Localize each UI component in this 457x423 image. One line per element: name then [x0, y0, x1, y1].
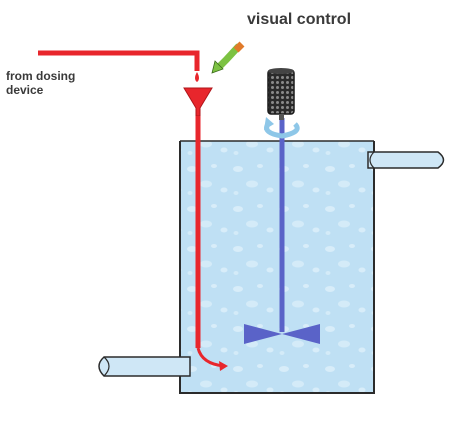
motor-icon	[267, 68, 295, 120]
outlet-pipe	[367, 151, 445, 169]
dosing-line	[38, 50, 200, 71]
from-dosing-line2: device	[6, 82, 44, 97]
tank-wall	[179, 141, 375, 394]
inlet-pipe	[98, 356, 191, 377]
dosing-drop	[195, 72, 199, 82]
from-dosing-line1: from dosing	[6, 69, 76, 83]
impeller	[244, 324, 320, 344]
funnel	[183, 87, 213, 117]
pencil-arrow-icon	[211, 41, 245, 74]
rotation-arrow-icon	[264, 117, 300, 139]
visual-control-label: visual control	[247, 11, 352, 28]
tank-liquid-texture	[180, 141, 374, 393]
from-dosing-device-label: from dosing device	[6, 69, 76, 98]
